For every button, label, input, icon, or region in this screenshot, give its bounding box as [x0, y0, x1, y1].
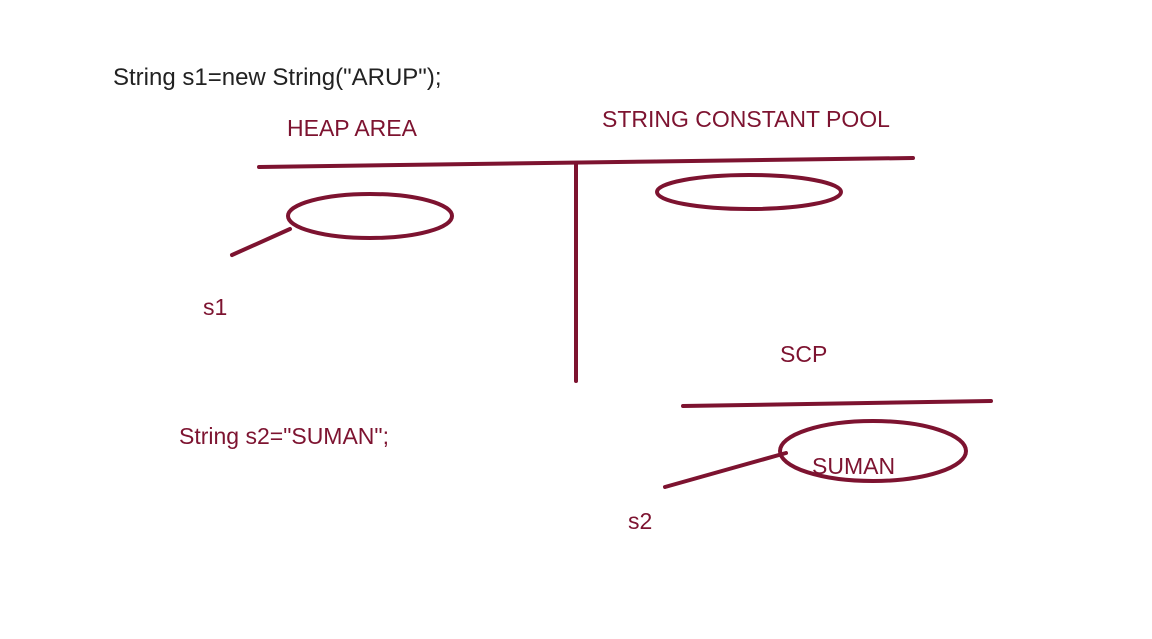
- s2-reference-label: s2: [628, 508, 653, 534]
- scp-label: SCP: [780, 341, 828, 367]
- string-constant-pool-label: STRING CONSTANT POOL: [602, 106, 890, 132]
- code-line-s1: String s1=new String("ARUP");: [113, 64, 442, 91]
- heap-area-label: HEAP AREA: [287, 115, 417, 141]
- heap-pool-divider-line: [257, 156, 915, 169]
- s2-reference-line: [663, 451, 788, 489]
- s1-reference-line: [230, 227, 292, 257]
- scp-object-text: SUMAN: [812, 453, 896, 479]
- heap-object-ellipse: [286, 192, 454, 240]
- scp-divider-line: [681, 399, 993, 408]
- s1-reference-label: s1: [203, 294, 228, 320]
- code-line-s2: String s2="SUMAN";: [179, 423, 389, 449]
- scp-object-ellipse: [778, 419, 968, 483]
- pool-object-ellipse: [655, 173, 843, 211]
